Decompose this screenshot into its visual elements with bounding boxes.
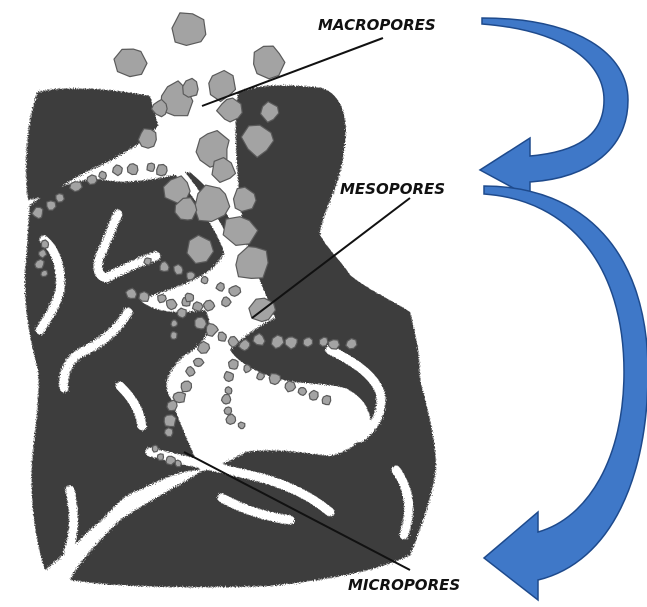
small-particle [225, 387, 232, 395]
large-particle [212, 158, 236, 183]
small-particle [206, 324, 218, 337]
small-particle [157, 454, 163, 461]
small-particle [309, 390, 318, 400]
small-particle [303, 337, 312, 347]
small-particle [185, 293, 193, 302]
small-particle [183, 78, 198, 97]
small-particle [257, 372, 265, 380]
small-particle [222, 394, 231, 404]
large-particle [236, 247, 268, 279]
small-particle [147, 163, 155, 171]
small-particle [164, 428, 172, 437]
curved-arrow-icon [480, 18, 628, 197]
small-particle [157, 165, 167, 176]
small-particle [99, 171, 107, 179]
small-particle [177, 308, 186, 318]
small-particle [47, 201, 56, 210]
small-particle [224, 407, 232, 415]
small-particle [298, 388, 306, 396]
small-particle [218, 332, 226, 341]
small-particle [229, 359, 238, 369]
small-particle [164, 415, 176, 427]
small-particle [158, 294, 167, 302]
small-particle [216, 283, 224, 292]
small-particle [193, 358, 204, 366]
pore-channel [192, 408, 240, 446]
small-particle [175, 460, 181, 467]
small-particle [139, 292, 149, 302]
large-particle [114, 49, 147, 77]
small-particle [56, 194, 65, 203]
micropores-label: MICROPORES [348, 576, 460, 594]
large-particle [172, 13, 206, 46]
large-particle [209, 71, 236, 102]
small-particle [144, 258, 151, 265]
soil-matrix [25, 85, 436, 587]
small-particle [171, 320, 178, 327]
macropores-label: MACROPORES [318, 16, 436, 34]
small-particle [319, 337, 328, 346]
small-particle [226, 414, 236, 424]
small-particle [186, 367, 195, 377]
small-particle [41, 270, 48, 276]
small-particle [181, 381, 191, 392]
small-particle [244, 364, 251, 372]
small-particle [187, 272, 195, 280]
small-particle [152, 445, 158, 452]
small-particle [113, 165, 123, 176]
small-particle [224, 372, 233, 382]
small-particle [329, 340, 340, 349]
small-particle [41, 240, 48, 248]
small-particle [269, 374, 280, 385]
curved-arrow-icon [484, 186, 647, 600]
mesopores-label: MESOPORES [340, 180, 445, 198]
large-particle [254, 46, 285, 79]
small-particle [222, 297, 231, 307]
small-particle [87, 175, 97, 185]
small-particle [322, 396, 331, 405]
small-particle [203, 300, 214, 311]
small-particle [285, 381, 296, 392]
small-particle [238, 422, 245, 429]
small-particle [229, 286, 241, 297]
small-particle [193, 302, 204, 312]
small-particle [201, 277, 208, 284]
small-particle [166, 299, 177, 309]
small-particle [171, 332, 178, 340]
small-particle [127, 164, 137, 175]
